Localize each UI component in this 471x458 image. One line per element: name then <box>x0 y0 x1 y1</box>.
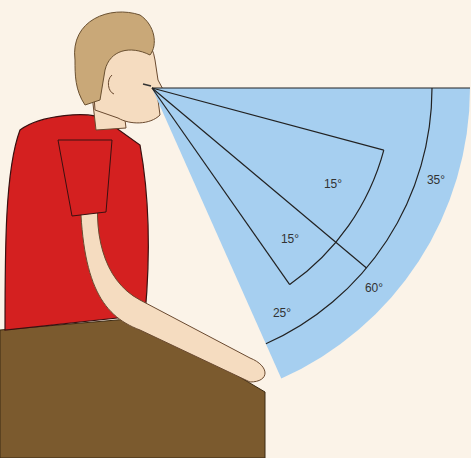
trousers <box>0 318 265 458</box>
horizontal-line <box>152 87 470 88</box>
middle-arc <box>266 88 432 344</box>
angle-label: 15° <box>281 233 299 245</box>
angle-label: 35° <box>427 174 445 186</box>
inner-arc <box>290 150 384 285</box>
sight-ray <box>152 88 367 268</box>
angle-label: 25° <box>273 307 291 319</box>
sight-ray <box>152 88 384 150</box>
viewing-sector <box>152 88 470 379</box>
eye <box>143 84 151 86</box>
sleeve <box>58 140 112 216</box>
hair <box>75 12 155 105</box>
angle-label: 60° <box>365 282 383 294</box>
angle-label: 15° <box>324 178 342 190</box>
ear <box>108 75 114 94</box>
